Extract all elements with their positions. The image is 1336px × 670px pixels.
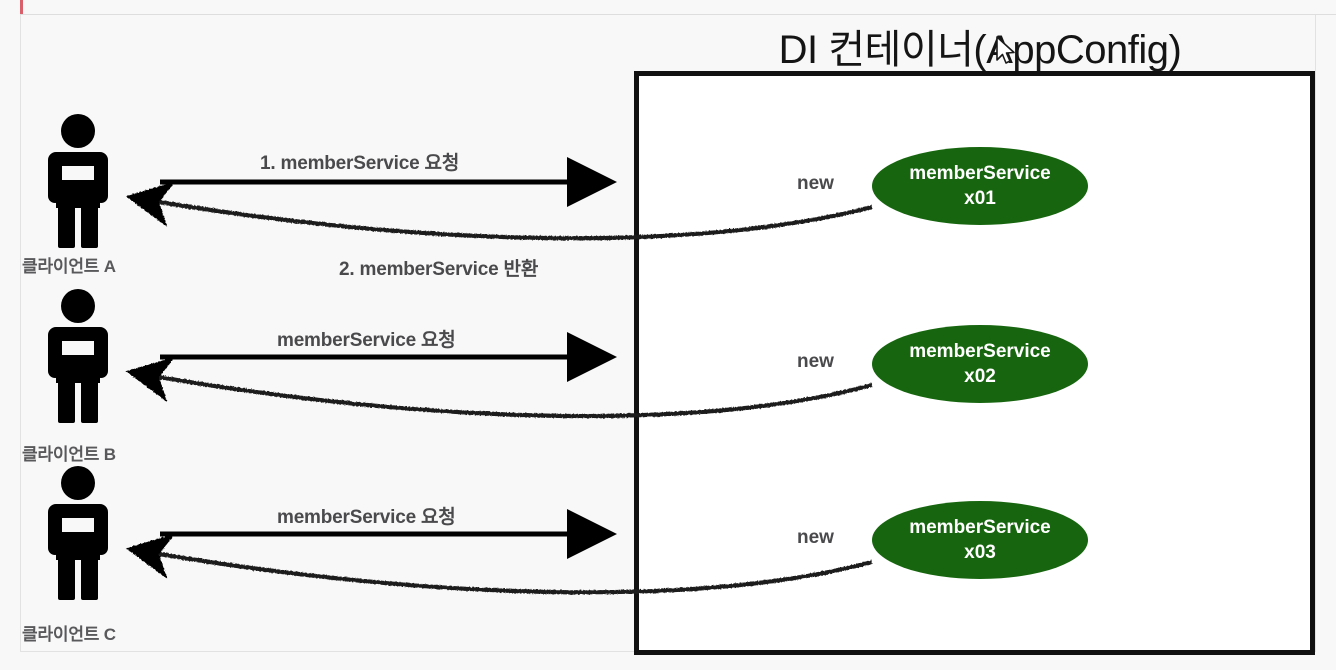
- new-label-2: new: [797, 351, 834, 372]
- return-label-a: 2. memberService 반환: [339, 259, 539, 280]
- client-label-b: 클라이언트 B: [22, 445, 116, 464]
- new-label-3: new: [797, 527, 834, 548]
- client-label-c: 클라이언트 C: [22, 625, 116, 644]
- bean-text-3: memberService x03: [872, 515, 1088, 565]
- bean-text-1: memberService x01: [872, 161, 1088, 211]
- bean-text-1-line1: memberService: [909, 163, 1051, 184]
- bean-text-2: memberService x02: [872, 339, 1088, 389]
- bean-text-3-line1: memberService: [909, 517, 1051, 538]
- request-label-a: 1. memberService 요청: [260, 153, 460, 174]
- request-label-c: memberService 요청: [277, 507, 456, 528]
- bean-text-3-line2: x03: [964, 542, 996, 563]
- bean-text-2-line1: memberService: [909, 341, 1051, 362]
- request-label-b: memberService 요청: [277, 330, 456, 351]
- top-divider: [20, 14, 1336, 15]
- client-label-a: 클라이언트 A: [22, 257, 116, 276]
- bean-text-2-line2: x02: [964, 366, 996, 387]
- page-title: DI 컨테이너(AppConfig): [778, 28, 1182, 72]
- bean-text-1-line2: x01: [964, 188, 996, 209]
- new-label-1: new: [797, 173, 834, 194]
- red-edit-marker: [20, 0, 23, 14]
